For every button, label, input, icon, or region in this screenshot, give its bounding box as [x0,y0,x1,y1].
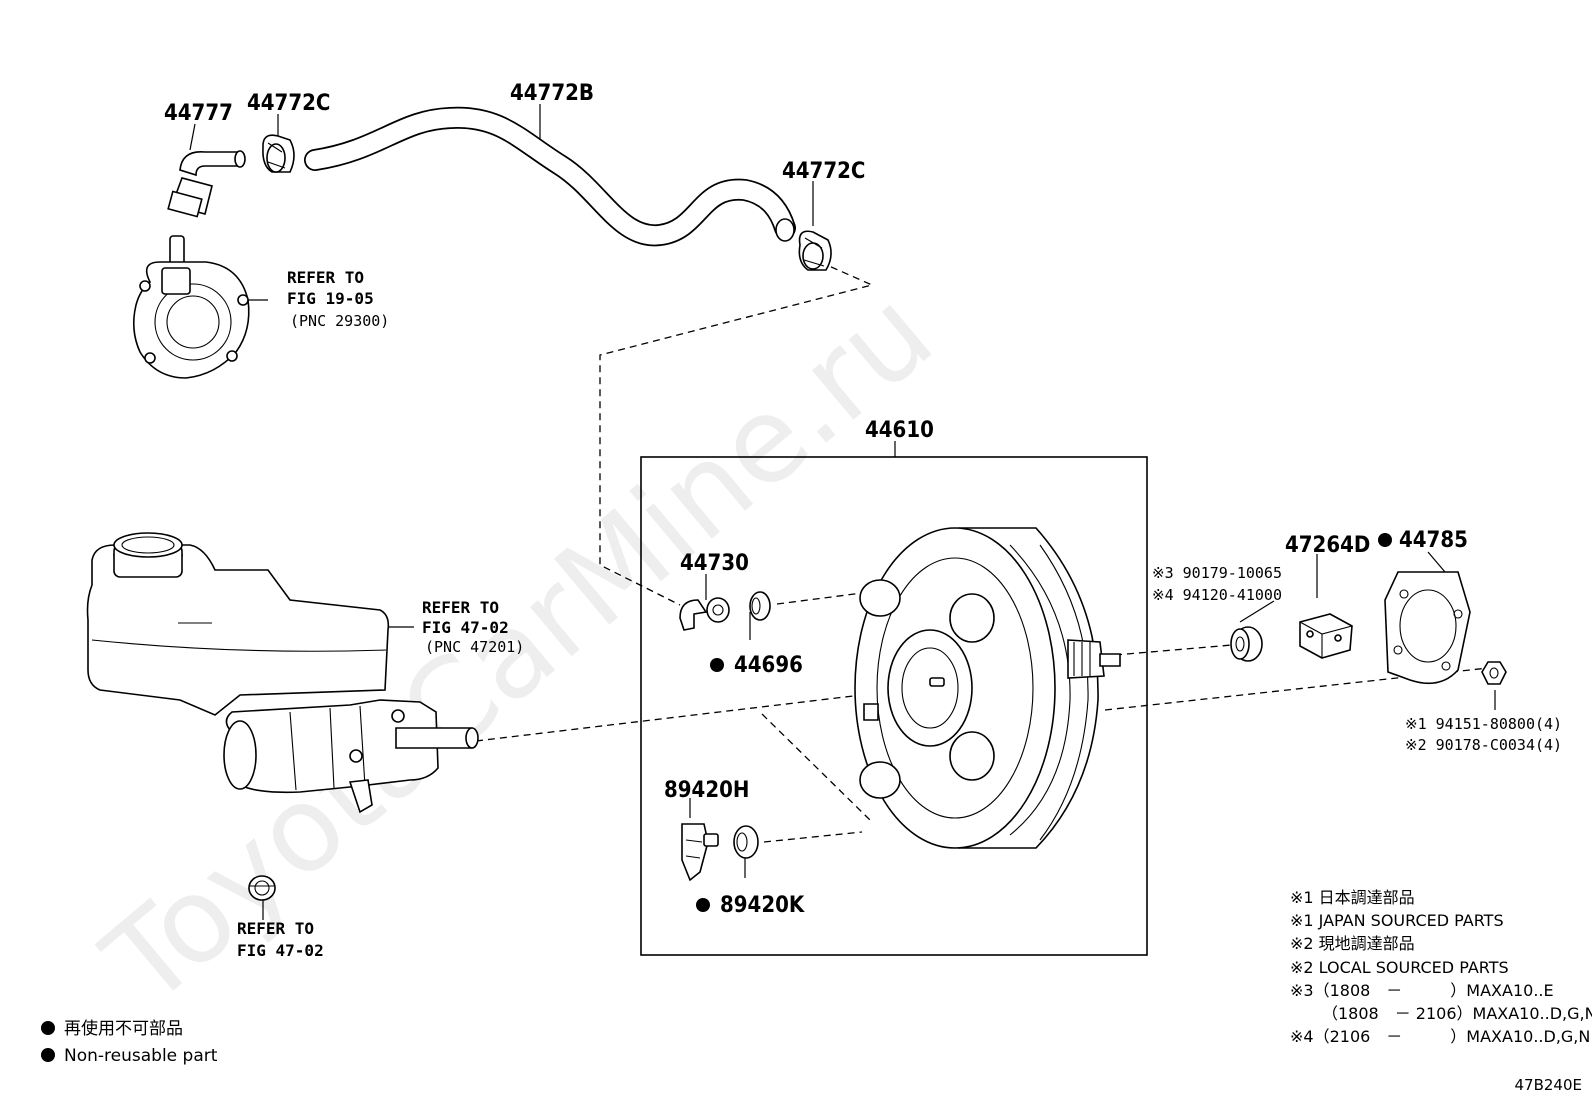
legend-dot-jp [41,1021,55,1035]
master-cylinder [223,699,479,814]
label-90179-10065: ※3 90179-10065 [1152,564,1282,582]
non-reusable-dot-44785 [1378,533,1392,547]
reservoir-grommet [248,875,276,901]
ref-pump-line1: REFER TO [287,268,364,287]
booster-assembly-box [640,456,1148,956]
ref-reservoir-line3: (PNC 47201) [425,638,524,656]
note-line-5: ※3（1808 － ）MAXA10..E [1290,981,1554,1000]
legend-en: Non-reusable part [64,1046,218,1066]
vacuum-hose-44772b [304,106,796,247]
legend-jp: 再使用不可部品 [64,1018,183,1039]
note-line-6: （1808 － 2106）MAXA10..D,G,N [1322,1004,1592,1023]
label-44696: 44696 [734,653,803,678]
ref-pump-line3: (PNC 29300) [290,312,389,330]
grommet-44696 [749,591,771,621]
label-90178-c0034: ※2 90178-C0034(4) [1405,736,1562,754]
bracket-47264d [1299,613,1353,659]
ref-reservoir-line2: FIG 47-02 [422,618,509,637]
label-47264d: 47264D [1285,533,1370,558]
figure-id: 47B240E [1515,1076,1583,1094]
vacuum-pump [132,235,250,379]
legend-dot-en [41,1048,55,1062]
label-94120-41000: ※4 94120-41000 [1152,586,1282,604]
brake-fluid-reservoir [86,532,390,716]
label-94151-80800: ※1 94151-80800(4) [1405,715,1562,733]
label-89420h: 89420H [664,778,749,803]
label-44785: 44785 [1399,528,1468,553]
non-reusable-dot-44696 [710,658,724,672]
note-line-1: ※1 日本調達部品 [1290,888,1415,907]
ref-grommet-line1: REFER TO [237,919,314,938]
booster-check-valve-44730 [679,597,730,631]
brake-booster [854,527,1121,849]
hose-clip-44772c-top [262,134,295,173]
label-44777: 44777 [164,101,233,126]
ref-reservoir-line1: REFER TO [422,598,499,617]
label-89420k: 89420K [720,893,805,918]
check-valve-44777 [167,150,246,218]
label-44730: 44730 [680,551,749,576]
note-line-2: ※1 JAPAN SOURCED PARTS [1290,911,1504,930]
hose-clip-44772c-right [798,230,832,271]
connection-lines [475,261,1489,843]
non-reusable-dot-89420k [696,898,710,912]
label-44772c-right: 44772C [782,159,865,184]
label-44772c-top: 44772C [247,91,330,116]
note-line-4: ※2 LOCAL SOURCED PARTS [1290,958,1509,977]
label-44610: 44610 [865,418,934,443]
gasket-44785 [1384,571,1471,685]
flange-nut [1481,661,1507,685]
label-44772b: 44772B [510,81,594,106]
pressure-sensor-89420h [681,823,719,882]
ref-pump-line2: FIG 19-05 [287,289,374,308]
spacer-nut [1230,626,1263,662]
note-line-3: ※2 現地調達部品 [1290,934,1415,953]
note-line-7: ※4（2106 － ）MAXA10..D,G,N [1290,1027,1590,1046]
grommet-89420k [733,825,759,859]
ref-grommet-line2: FIG 47-02 [237,941,324,960]
